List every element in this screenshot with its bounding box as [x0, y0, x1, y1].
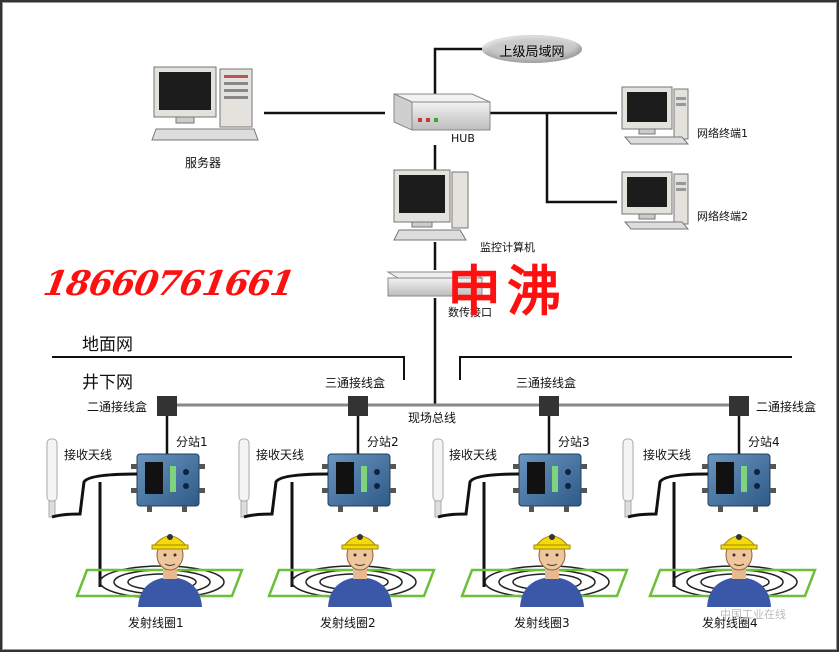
zone-divider [52, 356, 792, 380]
network-wiring [264, 47, 617, 405]
field-bus-label: 现场总线 [408, 411, 457, 425]
antenna-4-label: 接收天线 [643, 448, 692, 462]
three-way-box-label-1: 三通接线盒 [325, 376, 386, 390]
coil-1-label: 发射线圈1 [128, 616, 184, 630]
antenna-1-label: 接收天线 [64, 448, 113, 462]
two-way-box-label-right: 二通接线盒 [756, 400, 817, 414]
station-3-unit [512, 453, 588, 513]
antenna-2 [238, 438, 250, 518]
station-2-unit [321, 453, 397, 513]
terminal-1-label: 网络终端1 [697, 127, 748, 140]
phone-overlay: 18660761661 [40, 264, 297, 304]
three-way-box-label-2: 三通接线盒 [516, 376, 577, 390]
hub-device [393, 93, 491, 131]
station-cabling [51, 472, 709, 587]
coil-3-label: 发射线圈3 [514, 616, 570, 630]
junction-boxes [157, 396, 749, 416]
antenna-4 [622, 438, 634, 518]
station-4-unit [701, 453, 777, 513]
upper-lan-cloud: 上级局域网 [482, 35, 582, 63]
antenna-1 [46, 438, 58, 518]
monitor-pc-label: 监控计算机 [480, 241, 535, 254]
antenna-3-label: 接收天线 [449, 448, 498, 462]
station-1-label: 分站1 [176, 435, 208, 449]
antenna-2-label: 接收天线 [256, 448, 305, 462]
box-to-station-links [165, 416, 741, 454]
terminal-2-label: 网络终端2 [697, 210, 748, 223]
station-1-unit [130, 453, 206, 513]
upper-lan-label: 上级局域网 [499, 45, 565, 60]
terminal-1-pc [621, 86, 689, 145]
monitor-pc [393, 169, 469, 241]
coil-2-label: 发射线圈2 [320, 616, 376, 630]
watermark: 中国工业在线 [720, 608, 786, 621]
hub-label: HUB [451, 132, 475, 145]
data-port-device [386, 271, 484, 297]
station-3-label: 分站3 [558, 435, 590, 449]
underground-zone-label: 井下网 [82, 373, 133, 393]
ground-zone-label: 地面网 [82, 335, 133, 355]
two-way-box-label-left: 二通接线盒 [87, 400, 148, 414]
handwritten-mark: 申沸 [447, 259, 567, 323]
station-2-label: 分站2 [367, 435, 399, 449]
server [151, 66, 259, 141]
server-label: 服务器 [185, 156, 222, 170]
data-port-label: 数传接口 [448, 306, 492, 319]
station-4-label: 分站4 [748, 435, 780, 449]
terminal-2-pc [621, 171, 689, 230]
antenna-3 [432, 438, 444, 518]
coil-4-label: 发射线圈4 [702, 616, 758, 630]
